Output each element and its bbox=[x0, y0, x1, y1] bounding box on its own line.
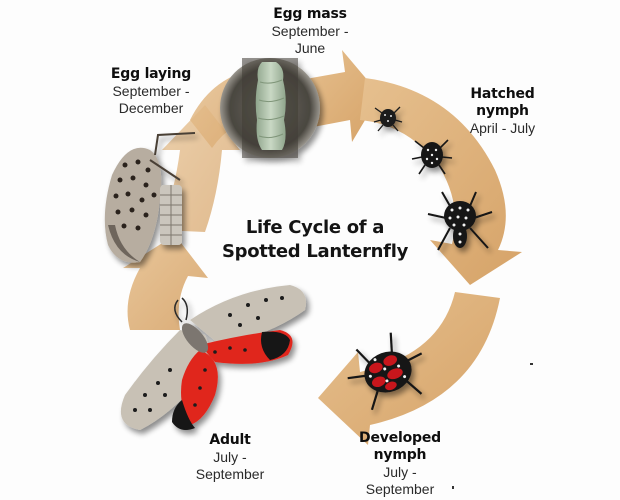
egg-mass-icon bbox=[220, 58, 320, 158]
arrow-hatched-to-developed bbox=[360, 78, 522, 285]
stage-dates-line-2: September bbox=[195, 466, 265, 482]
stage-name-line-2: nymph bbox=[373, 447, 427, 463]
stage-label-egg-laying: Egg laying September - December bbox=[96, 66, 206, 117]
stage-name-line-2: nymph bbox=[476, 103, 529, 119]
adult-laying-eggs-icon bbox=[104, 132, 196, 263]
stage-name-line-1: Developed bbox=[359, 430, 441, 446]
stage-dates-line-1: July - bbox=[213, 449, 247, 465]
hatched-nymph-icon bbox=[373, 106, 493, 251]
arrow-adult-to-egglaying bbox=[123, 235, 208, 330]
stage-dates-line-2: June bbox=[294, 40, 326, 56]
stage-dates-line-2: September bbox=[365, 481, 435, 497]
stage-dates-line-1: July - bbox=[383, 464, 417, 480]
stage-label-hatched-nymph: Hatched nymph April - July bbox=[455, 86, 550, 137]
stage-name: Egg laying bbox=[110, 66, 192, 82]
stage-label-developed-nymph: Developed nymph July - September bbox=[350, 430, 450, 498]
diagram-title: Life Cycle of a Spotted Lanternfly bbox=[215, 216, 415, 264]
stage-dates-line-1: September - bbox=[271, 23, 349, 39]
stage-name: Egg mass bbox=[273, 6, 347, 22]
stage-name: Adult bbox=[209, 432, 251, 448]
stage-label-egg-mass: Egg mass September - June bbox=[250, 6, 370, 57]
stray-mark bbox=[530, 363, 533, 365]
arrow-eggmass-to-hatched bbox=[300, 50, 380, 142]
title-line-2: Spotted Lanternfly bbox=[221, 241, 409, 262]
stage-dates-line-1: September - bbox=[112, 83, 190, 99]
stage-dates: April - July bbox=[469, 120, 536, 136]
adult-lanternfly-icon bbox=[120, 285, 306, 430]
stage-name-line-1: Hatched bbox=[470, 86, 535, 102]
developed-nymph-icon bbox=[347, 332, 423, 411]
stray-mark bbox=[452, 486, 454, 489]
stage-label-adult: Adult July - September bbox=[185, 432, 275, 483]
stage-dates-line-2: December bbox=[118, 100, 184, 116]
title-line-1: Life Cycle of a bbox=[245, 217, 385, 238]
